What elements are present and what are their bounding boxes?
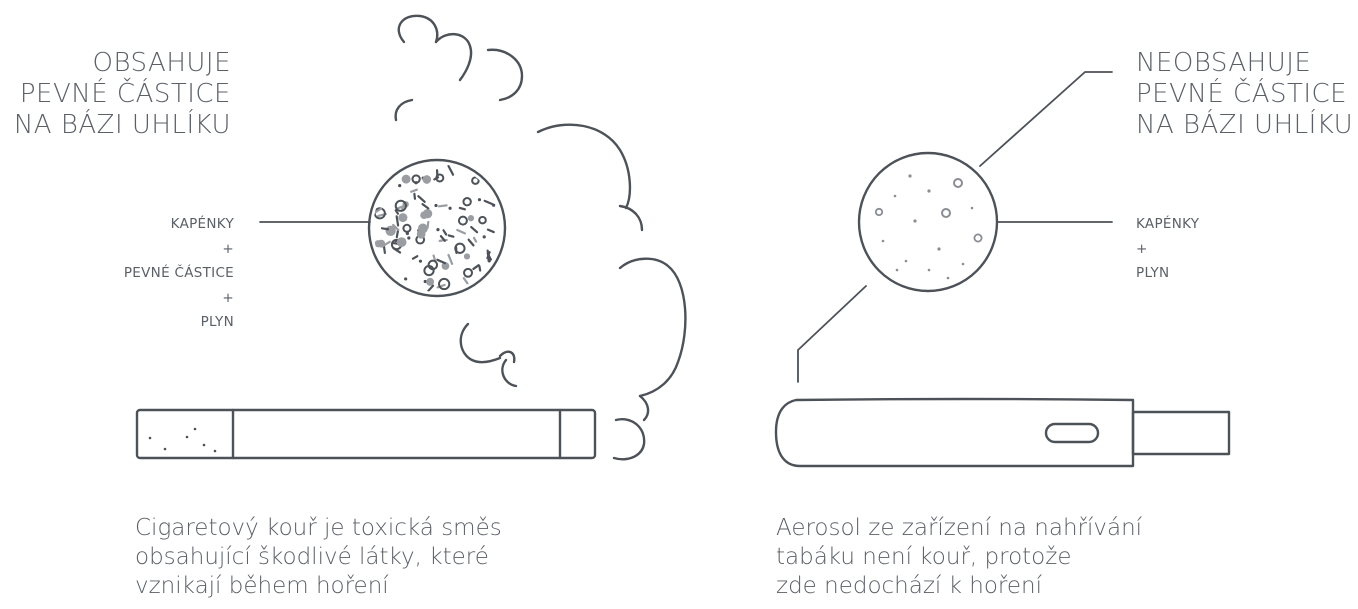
right-caption: Aerosol ze zařízení na nahřívání tabáku …: [776, 514, 1142, 601]
left-heading: OBSAHUJE PEVNÉ ČÁSTICE NA BÁZI UHLÍKU: [14, 48, 231, 141]
left-component-plus-1: +: [124, 237, 234, 262]
smoke-particle: [418, 196, 424, 202]
smoke-particle: [436, 228, 439, 231]
smoke-particle: [479, 217, 486, 224]
aerosol-particles: [876, 174, 982, 279]
right-component-plus-1: +: [1136, 237, 1199, 262]
smoke-particle: [464, 278, 469, 286]
smoke-particle: [474, 238, 476, 242]
right-caption-line-1: Aerosol ze zařízení na nahřívání: [776, 514, 1142, 543]
right-component-1: KAPÉNKY: [1136, 212, 1199, 237]
aerosol-pointer-line-bottom: [798, 286, 866, 382]
heated-tobacco-device-icon: [776, 399, 1229, 466]
smoke-particle: [488, 230, 494, 232]
smoke-particle: [464, 269, 472, 277]
right-components: KAPÉNKY + PLYN: [1136, 212, 1199, 286]
smoke-particle: [420, 211, 428, 219]
right-heading-line-1: NEOBSAHUJE: [1136, 48, 1353, 79]
smoke-particle: [397, 237, 407, 247]
smoke-particle: [397, 230, 398, 237]
left-component-3: PLYN: [124, 310, 234, 335]
smoke-particle: [463, 198, 470, 205]
smoke-particle: [478, 198, 481, 201]
smoke-particle: [471, 227, 477, 232]
smoke-particle: [417, 230, 426, 239]
right-caption-line-3: zde nedochází k hoření: [776, 572, 1142, 601]
left-heading-line-2: PEVNÉ ČÁSTICE: [14, 79, 231, 110]
left-heading-line-1: OBSAHUJE: [14, 48, 231, 79]
smoke-particle: [448, 166, 453, 175]
smoke-particle: [384, 246, 385, 253]
smoke-particle: [473, 265, 478, 269]
smoke-particle: [398, 213, 407, 222]
right-heading-line-3: NA BÁZI UHLÍKU: [1136, 110, 1353, 141]
left-caption-line-3: vznikají během hoření: [135, 572, 502, 601]
aerosol-pointer-line-top: [980, 72, 1112, 166]
right-heading: NEOBSAHUJE PEVNÉ ČÁSTICE NA BÁZI UHLÍKU: [1136, 48, 1353, 141]
smoke-particle: [479, 266, 480, 270]
smoke-particle: [428, 222, 429, 228]
smoke-particle: [397, 216, 398, 225]
smoke-particle: [422, 175, 431, 184]
smoke-particle: [469, 240, 474, 246]
smoke-particle: [448, 207, 451, 210]
smoke-particle: [488, 259, 491, 262]
smoke-particle: [414, 194, 415, 199]
smoke-particle: [404, 277, 407, 280]
smoke-particle: [459, 217, 467, 225]
smoke-particle: [483, 235, 486, 238]
right-component-2: PLYN: [1136, 261, 1199, 286]
smoke-particle: [403, 225, 410, 232]
smoke-particle: [464, 253, 470, 259]
smoke-particle: [398, 184, 401, 187]
left-heading-line-3: NA BÁZI UHLÍKU: [14, 110, 231, 141]
smoke-particle: [437, 260, 445, 263]
smoke-particle: [428, 286, 433, 291]
left-caption: Cigaretový kouř je toxická směs obsahují…: [135, 514, 502, 601]
smoke-particle: [449, 235, 454, 236]
cigarette-icon: [137, 410, 595, 458]
smoke-particle: [449, 255, 453, 264]
right-heading-line-2: PEVNÉ ČÁSTICE: [1136, 79, 1353, 110]
smoke-particle: [406, 232, 409, 235]
smoke-particles: [374, 166, 495, 291]
smoke-particle: [402, 175, 411, 184]
smoke-particle: [439, 205, 447, 206]
smoke-particle: [419, 260, 422, 263]
smoke-particle: [413, 256, 417, 259]
smoke-particle: [382, 228, 388, 229]
left-component-plus-2: +: [124, 286, 234, 311]
smoke-particle: [460, 208, 465, 209]
left-component-2: PEVNÉ ČÁSTICE: [124, 261, 234, 286]
smoke-particle: [472, 177, 479, 184]
smoke-particle: [374, 240, 381, 247]
smoke-particle: [457, 230, 465, 233]
smoke-particle: [485, 201, 493, 204]
smoke-cloud-icon: [396, 16, 686, 459]
left-components: KAPÉNKY + PEVNÉ ČÁSTICE + PLYN: [124, 212, 234, 335]
left-caption-line-2: obsahující škodlivé látky, které: [135, 543, 502, 572]
smoke-particle: [468, 215, 474, 221]
smoke-particle: [411, 190, 417, 192]
right-caption-line-2: tabáku není kouř, protože: [776, 543, 1142, 572]
left-caption-line-1: Cigaretový kouř je toxická směs: [135, 514, 502, 543]
smoke-particle: [434, 204, 437, 207]
smoke-particle: [422, 204, 428, 208]
left-component-1: KAPÉNKY: [124, 212, 234, 237]
smoke-particle: [444, 230, 447, 234]
smoke-particle: [407, 236, 410, 239]
